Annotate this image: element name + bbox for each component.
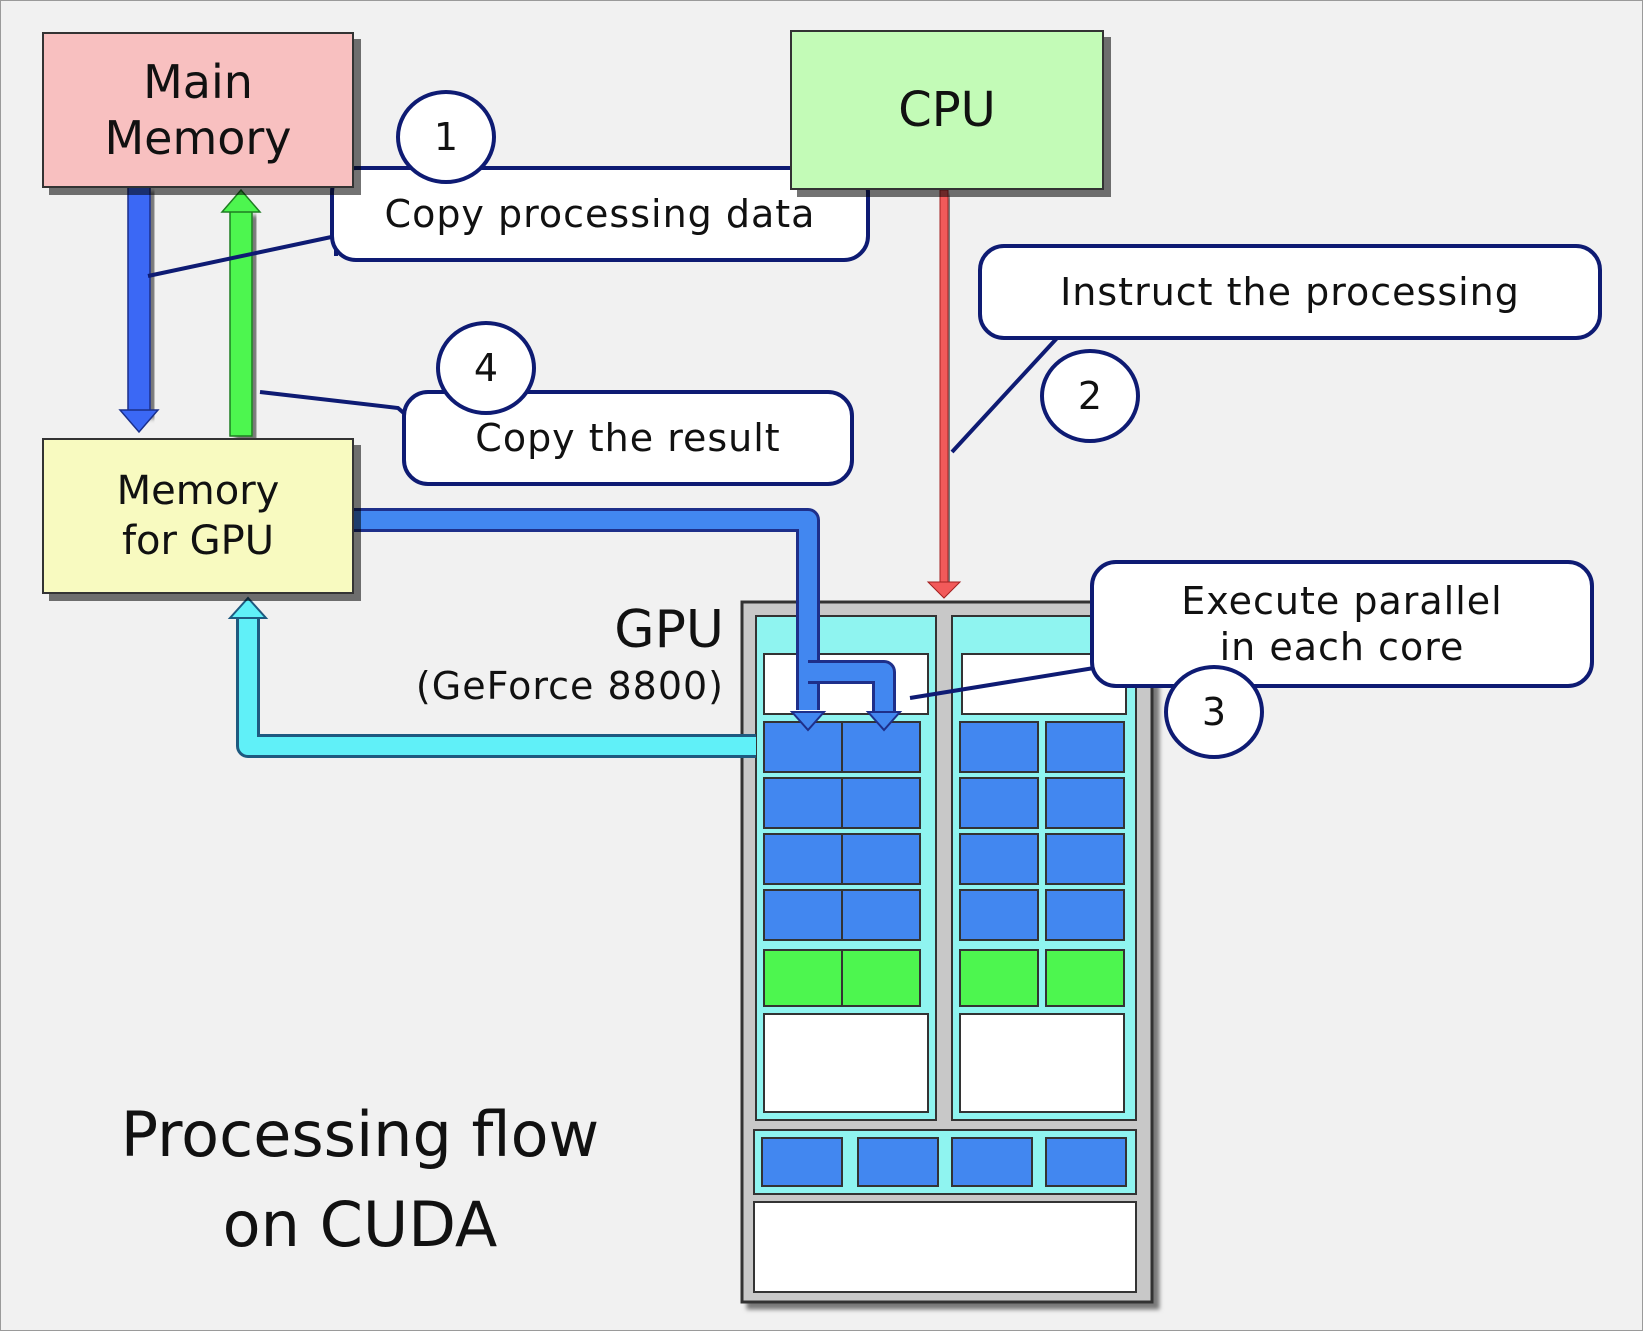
step-3-circle	[1164, 665, 1264, 759]
shared-core-cell	[951, 1137, 1033, 1187]
core-cell	[841, 721, 921, 773]
callout-bubbles	[330, 90, 1602, 759]
callout-3-bubble	[1090, 560, 1594, 688]
step-1-circle	[396, 90, 496, 184]
core-cell	[1045, 721, 1125, 773]
arrow-cores-to-memory	[227, 596, 756, 758]
main-memory-box: Main Memory	[42, 32, 354, 188]
diagram-title: Processing flow on CUDA	[120, 1098, 600, 1261]
shared-core-cell	[1045, 1137, 1127, 1187]
step-1-label: Copy processing data	[384, 192, 816, 236]
shared-memory-cell	[763, 1013, 929, 1113]
step-4-label: Copy the result	[475, 416, 781, 460]
step-3-number: 3	[1201, 690, 1227, 734]
arrow-copy-data	[118, 185, 160, 434]
core-grid	[763, 721, 1125, 1113]
arrow-memory-to-cores	[352, 508, 903, 732]
callout-1-bubble	[330, 166, 870, 262]
special-unit-cell	[959, 949, 1039, 1007]
callout-2-bubble	[978, 244, 1602, 340]
core-cell	[959, 889, 1039, 941]
shared-core-cell	[761, 1137, 843, 1187]
core-cell	[841, 777, 921, 829]
step-2-number: 2	[1077, 374, 1103, 418]
gpu-chip	[740, 600, 1154, 1304]
core-cell	[763, 777, 843, 829]
step-3-label: Execute parallel in each core	[1181, 579, 1503, 669]
special-unit-cell	[841, 949, 921, 1007]
gpu-memory-label: Memory for GPU	[116, 468, 280, 564]
core-cell	[1045, 833, 1125, 885]
shared-memory-cell	[959, 1013, 1125, 1113]
core-cell	[1045, 777, 1125, 829]
callout-4-bubble	[402, 390, 854, 486]
cpu-box: CPU	[790, 30, 1104, 190]
gpu-title: GPU	[614, 600, 724, 660]
core-cell	[763, 889, 843, 941]
step-1-number: 1	[433, 115, 459, 159]
step-2-label: Instruct the processing	[1060, 270, 1520, 314]
step-2-circle	[1040, 349, 1140, 443]
special-unit-cell	[763, 949, 843, 1007]
device-memory-block	[753, 1201, 1137, 1293]
core-cell	[959, 777, 1039, 829]
special-unit-cell	[1045, 949, 1125, 1007]
core-cell	[841, 833, 921, 885]
step-4-circle	[436, 321, 536, 415]
core-cell	[763, 721, 843, 773]
core-cell	[959, 721, 1039, 773]
gpu-model: (GeForce 8800)	[415, 664, 724, 708]
step-4-number: 4	[473, 346, 499, 390]
core-cell	[959, 833, 1039, 885]
core-cell	[763, 833, 843, 885]
gpu-memory-box: Memory for GPU	[42, 438, 354, 594]
arrow-instruct	[926, 189, 962, 599]
main-memory-label: Main Memory	[104, 55, 292, 165]
shared-core-cell	[857, 1137, 939, 1187]
shared-cores	[761, 1137, 1127, 1187]
core-cell	[1045, 889, 1125, 941]
cpu-label: CPU	[898, 82, 996, 138]
core-cell	[841, 889, 921, 941]
arrow-copy-result	[220, 188, 262, 437]
